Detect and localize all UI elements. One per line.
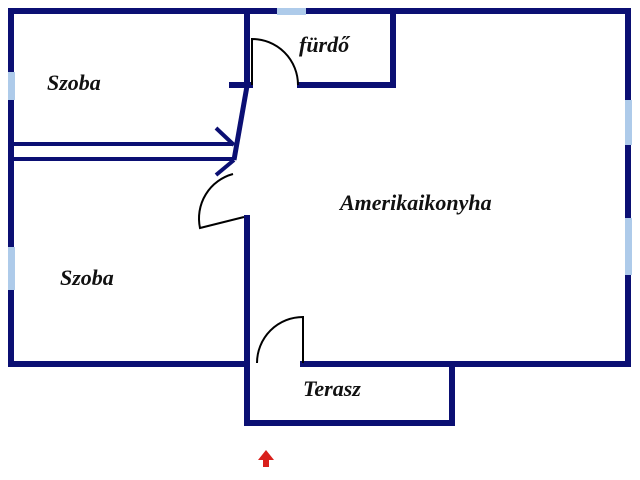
room-label-terasz: Terasz xyxy=(303,376,361,401)
up-arrow-icon xyxy=(258,450,274,467)
bedroom-partition xyxy=(11,85,250,177)
window-bathroom xyxy=(277,8,306,15)
room-label-szoba-2: Szoba xyxy=(60,265,114,290)
room-label-furdo: fürdő xyxy=(299,32,350,57)
room-label-szoba-1: Szoba xyxy=(47,70,101,95)
window-kitchen-2 xyxy=(625,218,632,275)
terrace-door-swing xyxy=(256,315,304,364)
door-swings xyxy=(198,37,304,364)
bedroom2-door-swing xyxy=(198,173,245,230)
bathroom-door-swing xyxy=(251,37,299,86)
room-label-amerikaikonyha: Amerikaikonyha xyxy=(340,190,492,215)
windows xyxy=(8,8,632,290)
window-kitchen-1 xyxy=(625,100,632,145)
window-bedroom2 xyxy=(8,247,15,290)
walls xyxy=(8,8,631,426)
window-bedroom1 xyxy=(8,72,15,100)
